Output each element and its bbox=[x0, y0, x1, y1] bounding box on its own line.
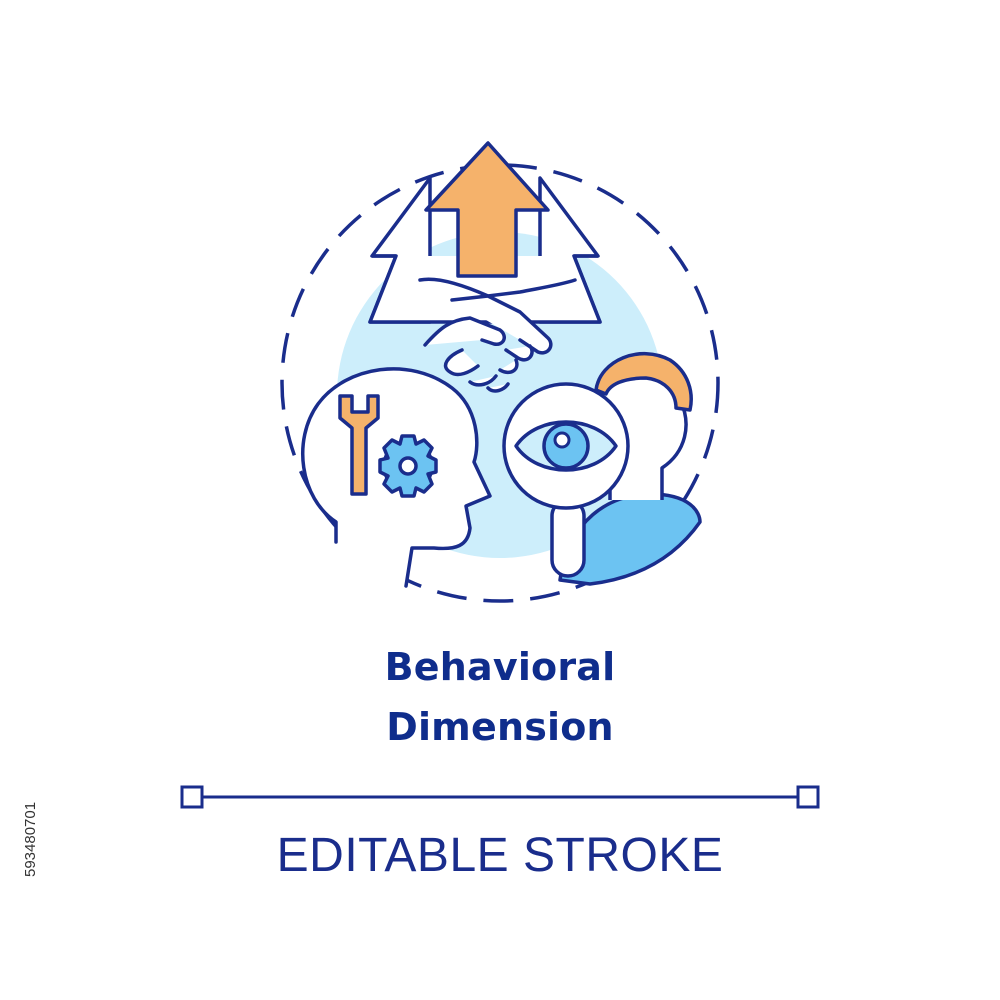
wrench-icon bbox=[338, 394, 380, 496]
gear-icon bbox=[378, 434, 438, 498]
title-line-1: Behavioral bbox=[384, 645, 616, 689]
handshake-icon bbox=[418, 277, 577, 393]
eye-icon bbox=[514, 420, 618, 472]
editable-stroke-label: EDITABLE STROKE bbox=[276, 829, 724, 882]
head-with-wrench-and-gear-icon bbox=[300, 367, 492, 588]
person-with-magnifying-eye-icon bbox=[502, 351, 702, 586]
title-line-2: Dimension bbox=[386, 705, 614, 749]
upward-arrow-icon bbox=[368, 141, 602, 324]
dashed-ring bbox=[280, 163, 720, 603]
magnifier-handle bbox=[550, 498, 586, 578]
side-id-number: 593480701 bbox=[22, 801, 39, 877]
editable-stroke-ruler bbox=[180, 785, 820, 809]
